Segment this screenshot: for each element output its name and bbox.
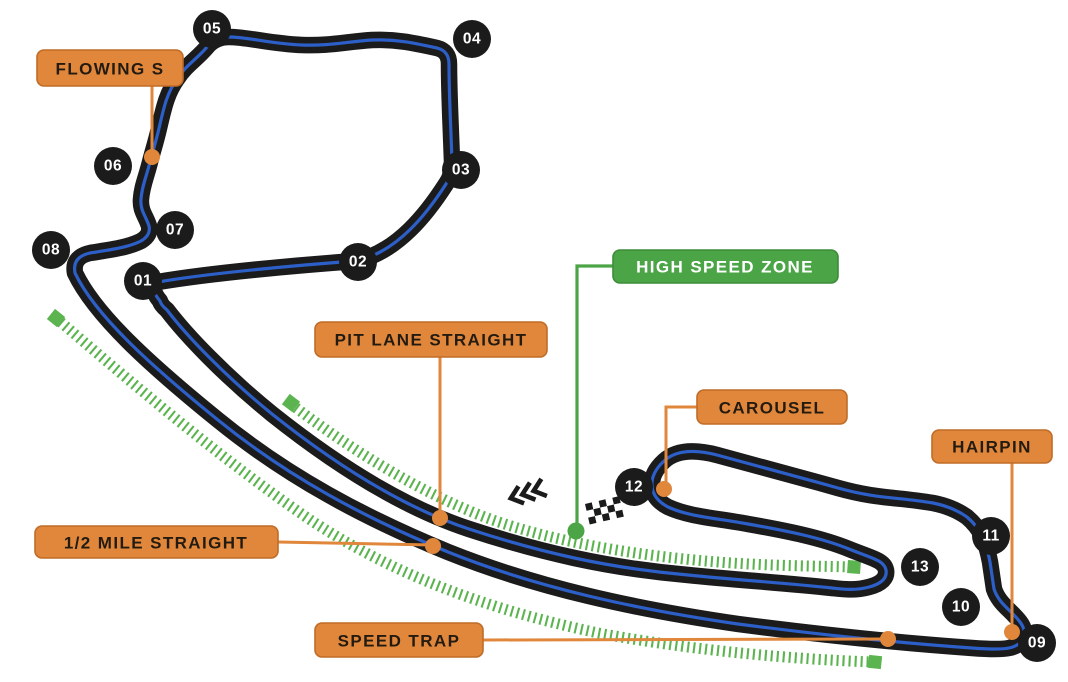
corner-number: 04 — [463, 31, 481, 48]
racing-line — [72, 35, 1026, 651]
corner-number: 03 — [452, 162, 470, 179]
callout-box — [696, 389, 848, 425]
callout-box — [931, 429, 1053, 464]
corner-number: 08 — [42, 242, 60, 259]
high-speed-zone-connector — [575, 264, 613, 530]
callout-label: PIT LANE STRAIGHT — [335, 331, 528, 350]
corner-circle — [193, 10, 231, 48]
callout-label: CAROUSEL — [719, 399, 826, 418]
corner-circle — [339, 243, 377, 281]
corner-number: 05 — [203, 21, 221, 38]
corner-marker-01: 01 — [124, 262, 162, 300]
hairpin-anchor-dot — [1004, 624, 1020, 640]
half-mile-straight-anchor-dot — [425, 538, 441, 554]
corner-number: 13 — [911, 559, 929, 576]
callout-label: FLOWING S — [56, 60, 165, 79]
callout-box — [314, 622, 484, 658]
callout-hairpin: HAIRPIN — [931, 429, 1053, 464]
corner-marker-12: 12 — [615, 468, 653, 506]
callout-speed-trap: SPEED TRAP — [314, 622, 484, 658]
corner-marker-09: 09 — [1018, 624, 1056, 662]
corner-circle — [1018, 624, 1056, 662]
hatch-end-square — [867, 654, 883, 670]
callout-high-speed-zone: HIGH SPEED ZONE — [612, 249, 839, 284]
callout-flowing-s: FLOWING S — [36, 49, 184, 87]
corner-number: 07 — [166, 222, 184, 239]
corner-number: 02 — [349, 254, 367, 271]
corner-circle — [901, 548, 939, 586]
flowing-s-anchor-dot — [144, 149, 160, 165]
corner-number: 09 — [1028, 635, 1046, 652]
pit-lane-straight-anchor-dot — [432, 510, 448, 526]
callout-half-mile-straight: 1/2 MILE STRAIGHT — [34, 525, 279, 559]
corner-circle — [615, 468, 653, 506]
carousel-anchor-dot — [656, 481, 672, 497]
corner-marker-02: 02 — [339, 243, 377, 281]
half-mile-straight-connector — [277, 540, 434, 547]
corner-marker-04: 04 — [453, 20, 491, 58]
hatch-start-square — [46, 308, 66, 328]
callout-label: HIGH SPEED ZONE — [636, 258, 814, 277]
corner-marker-08: 08 — [32, 231, 70, 269]
corner-marker-07: 07 — [156, 211, 194, 249]
corner-marker-06: 06 — [94, 147, 132, 185]
corner-circle — [124, 262, 162, 300]
callout-label: HAIRPIN — [952, 438, 1032, 457]
checkered-flag-icon — [585, 496, 624, 525]
callout-pit-lane-straight: PIT LANE STRAIGHT — [314, 321, 548, 358]
corner-number: 06 — [104, 158, 122, 175]
speed-trap-anchor-dot — [880, 631, 896, 647]
speed-trap-connector — [482, 637, 889, 642]
corner-circle — [972, 517, 1010, 555]
high-speed-zone-anchor-dot — [567, 522, 585, 540]
callout-label: 1/2 MILE STRAIGHT — [64, 534, 248, 553]
callout-box — [34, 525, 279, 559]
hatch-start-square — [281, 393, 301, 413]
corner-number: 10 — [952, 599, 970, 616]
direction-chevrons-icon — [507, 477, 548, 506]
corner-number: 12 — [625, 479, 643, 496]
corner-circle — [156, 211, 194, 249]
callout-box — [36, 49, 184, 87]
corner-circle — [942, 588, 980, 626]
corner-number: 01 — [134, 273, 152, 290]
corner-circle — [442, 151, 480, 189]
corner-marker-03: 03 — [442, 151, 480, 189]
corner-marker-13: 13 — [901, 548, 939, 586]
callout-box — [314, 321, 548, 358]
callout-carousel: CAROUSEL — [696, 389, 848, 425]
corner-marker-11: 11 — [972, 517, 1010, 555]
corner-circle — [32, 231, 70, 269]
carousel-connector — [664, 405, 697, 487]
corner-number: 11 — [982, 528, 999, 545]
callout-label: SPEED TRAP — [338, 632, 461, 651]
callout-box — [612, 249, 839, 284]
corner-circle — [453, 20, 491, 58]
corner-marker-10: 10 — [942, 588, 980, 626]
hatch-end-square — [847, 560, 861, 574]
corner-circle — [94, 147, 132, 185]
high-speed-hatch-lower — [52, 313, 873, 668]
corner-marker-05: 05 — [193, 10, 231, 48]
